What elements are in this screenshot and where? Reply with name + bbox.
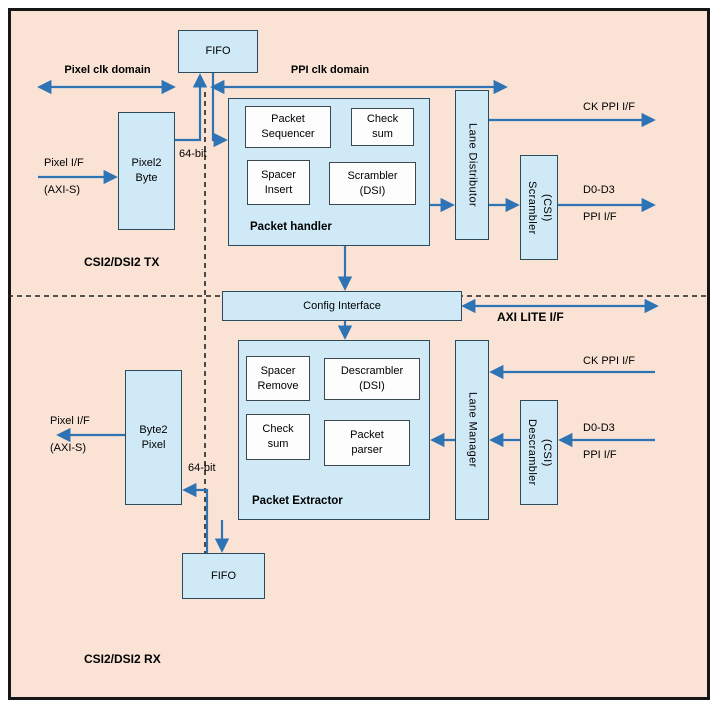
descrambler-dsi-label: Descrambler (DSI) xyxy=(340,365,404,392)
lane-manager-box: Lane Manager xyxy=(455,340,489,520)
fifo-rx-label: FIFO xyxy=(210,569,237,582)
fifo-tx-box: FIFO xyxy=(178,30,258,73)
descrambler-csi-label: Descrambler (CSI) xyxy=(526,419,553,486)
pixel-clk-domain-label: Pixel clk domain xyxy=(64,64,151,76)
scrambler-dsi-label: Scrambler (DSI) xyxy=(347,169,398,197)
packet-extractor-title: Packet Extractor xyxy=(252,495,343,507)
fifo-to-packet-handler-arrow xyxy=(211,73,228,148)
lane-distributor-label: Lane Distributor xyxy=(466,122,479,208)
bus-width-rx-label: 64-bit xyxy=(188,462,216,474)
checksum-rx-label: Check sum xyxy=(262,423,294,450)
config-interface-box: Config Interface xyxy=(222,291,462,321)
pixel-if-tx-line1: Pixel I/F xyxy=(44,157,84,169)
packet-sequencer-label: Packet Sequencer xyxy=(261,113,315,140)
spacer-insert-box: Spacer Insert xyxy=(247,160,310,205)
lane-distributor-box: Lane Distributor xyxy=(455,90,489,240)
pixel2byte-to-fifo-arrow xyxy=(175,73,208,142)
axi-lite-label: AXI LITE I/F xyxy=(497,310,564,324)
checksum-rx-box: Check sum xyxy=(246,414,310,460)
fifo-rx-box: FIFO xyxy=(182,553,265,599)
pixel-if-tx-line2: (AXI-S) xyxy=(44,184,81,196)
spacer-remove-label: Spacer Remove xyxy=(257,364,299,392)
packet-handler-title: Packet handler xyxy=(250,221,332,233)
bus-width-tx-label: 64-bit xyxy=(179,148,207,160)
byte2pixel-box: Byte2 Pixel xyxy=(125,370,182,505)
fifo-tx-label: FIFO xyxy=(205,45,231,57)
packet-sequencer-box: Packet Sequencer xyxy=(245,106,331,148)
d0d3-tx-label: D0-D3 PPI I/F xyxy=(583,184,617,223)
checksum-tx-box: Check sum xyxy=(351,108,414,146)
ppi-clk-domain-label: PPI clk domain xyxy=(290,64,370,76)
scrambler-dsi-box: Scrambler (DSI) xyxy=(329,162,416,205)
checksum-tx-label: Check sum xyxy=(366,113,399,140)
rx-section-label: CSI2/DSI2 RX xyxy=(84,652,161,666)
packet-parser-label: Packet parser xyxy=(350,429,384,456)
d0d3-rx-label: D0-D3 PPI I/F xyxy=(583,422,617,461)
byte2pixel-label: Byte2 Pixel xyxy=(139,423,168,451)
pixel-if-tx-label: Pixel I/F (AXI-S) xyxy=(44,156,84,198)
spacer-remove-box: Spacer Remove xyxy=(246,356,310,401)
ck-ppi-rx-label: CK PPI I/F xyxy=(583,355,635,367)
packet-parser-box: Packet parser xyxy=(324,420,410,466)
ck-ppi-tx-label: CK PPI I/F xyxy=(583,101,635,113)
fifo-to-byte2pixel-arrow xyxy=(182,482,209,553)
pixel2byte-box: Pixel2 Byte xyxy=(118,112,175,230)
spacer-insert-label: Spacer Insert xyxy=(261,168,296,196)
descrambler-dsi-box: Descrambler (DSI) xyxy=(324,358,420,400)
pixel-if-rx-label: Pixel I/F (AXI-S) xyxy=(50,415,90,454)
scrambler-csi-box: Scrambler (CSI) xyxy=(520,155,558,260)
lane-manager-label: Lane Manager xyxy=(466,392,479,468)
pixel2byte-label: Pixel2 Byte xyxy=(131,157,162,184)
scrambler-csi-label: Scrambler (CSI) xyxy=(526,180,553,235)
tx-section-label: CSI2/DSI2 TX xyxy=(84,255,160,269)
descrambler-csi-box: Descrambler (CSI) xyxy=(520,400,558,505)
config-interface-label: Config Interface xyxy=(303,299,381,312)
